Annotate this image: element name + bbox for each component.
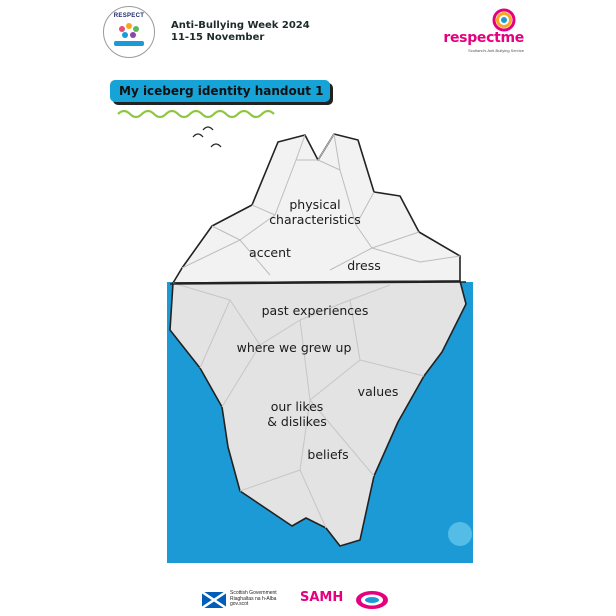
event-dates: 11-15 November xyxy=(171,32,265,43)
badge-people-icon xyxy=(119,23,139,38)
label-past-experiences: past experiences xyxy=(261,303,369,318)
swirl-icon xyxy=(492,8,516,32)
iceberg-tip xyxy=(172,133,461,284)
samh-logo: SAMH xyxy=(300,590,344,605)
handout-title-pill: My iceberg identity handout 1 xyxy=(110,80,330,102)
label-accent: accent xyxy=(249,245,291,260)
label-beliefs: beliefs xyxy=(307,447,349,462)
label-likes-dislikes: our likes & dislikes xyxy=(267,399,327,429)
iceberg-base xyxy=(169,280,467,547)
handout-title: My iceberg identity handout 1 xyxy=(119,84,324,98)
brand-name: respectme xyxy=(443,30,524,46)
saltire-flag-icon xyxy=(202,592,226,608)
badge-ribbon xyxy=(114,41,144,46)
respectme-logo: respectme Scotland's Anti-Bullying Servi… xyxy=(432,8,524,53)
wave-decoration xyxy=(117,109,275,119)
label-dress: dress xyxy=(347,258,381,273)
respect-badge-logo: RESPECT xyxy=(103,6,155,58)
birds-icon xyxy=(192,126,222,148)
badge-word: RESPECT xyxy=(113,13,145,19)
event-title: Anti-Bullying Week 2024 xyxy=(171,20,310,31)
partner-badge-logo xyxy=(356,591,388,609)
bubble xyxy=(448,522,472,546)
scottish-government-logo: Scottish Government Riaghaltas na h-Alba… xyxy=(230,590,277,608)
gov-line-3: gov.scot xyxy=(230,601,249,607)
label-where-we-grew-up: where we grew up xyxy=(236,340,352,355)
label-physical-characteristics: physical characteristics xyxy=(269,197,361,227)
label-values: values xyxy=(357,384,399,399)
gov-line-2: Riaghaltas na h-Alba xyxy=(230,595,277,602)
gov-line-1: Scottish Government xyxy=(230,590,277,596)
brand-tagline: Scotland's Anti-Bullying Service xyxy=(468,48,524,53)
waterline xyxy=(169,281,467,285)
